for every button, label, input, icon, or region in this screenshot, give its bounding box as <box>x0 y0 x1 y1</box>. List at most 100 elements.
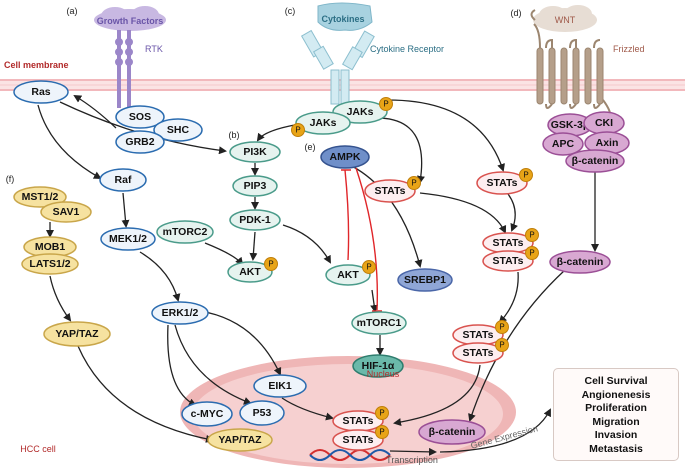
node-shape <box>115 130 165 154</box>
node-shape <box>418 419 486 445</box>
node-label: SHC <box>167 124 190 136</box>
node-yap2: YAP/TAZ <box>207 428 273 452</box>
panel-d-label: (d) <box>511 8 522 18</box>
node-label: STATs <box>463 347 494 359</box>
node-label: HIF-1α <box>362 360 395 372</box>
node-label: YAP/TAZ <box>218 434 262 446</box>
node-ampk: AMPK <box>320 145 370 169</box>
frizzled-receptor <box>530 9 612 119</box>
panel-c-label: (c) <box>285 6 296 16</box>
node-shape <box>352 354 404 378</box>
node-shape <box>229 141 281 163</box>
rtk-receptor <box>115 30 133 108</box>
node-label: STATs <box>493 255 524 267</box>
node-shape <box>295 111 351 135</box>
wnt-label: WNT <box>555 15 576 25</box>
node-erk: ERK1/2 <box>151 301 209 325</box>
node-label: Ras <box>31 86 50 98</box>
node-label: AMPK <box>330 151 361 163</box>
node-raf: Raf <box>99 168 147 192</box>
phospho-badge <box>291 123 305 137</box>
node-bcat-n: β-catenin <box>418 419 486 445</box>
dna-icon <box>309 449 391 461</box>
node-shape <box>565 149 625 173</box>
node-apc: APC <box>542 132 584 156</box>
node-label: GRB2 <box>125 136 154 148</box>
node-shape <box>181 401 233 427</box>
node-mek: MEK1/2 <box>100 227 156 251</box>
node-shape <box>40 201 92 223</box>
node-shape <box>43 321 111 347</box>
node-shape <box>13 80 69 104</box>
phospho-label: P <box>379 428 384 437</box>
panel-e-label: (e) <box>305 142 316 152</box>
phospho-label: P <box>499 341 504 350</box>
node-sav1: SAV1 <box>40 201 92 223</box>
cytokine-receptor <box>300 29 375 105</box>
node-hif1a: HIF-1α <box>352 354 404 378</box>
node-label: STATs <box>493 237 524 249</box>
wnt-cloud <box>533 5 597 32</box>
node-shape <box>229 209 281 231</box>
cell-membrane-label: Cell membrane <box>4 60 69 70</box>
node-mob1: MOB1 <box>23 236 77 258</box>
outcome-item: Metastasis <box>589 442 643 455</box>
node-cmyc: c-MYC <box>181 401 233 427</box>
node-shape <box>13 186 67 208</box>
node-grb2: GRB2 <box>115 130 165 154</box>
node-srebp1: SREBP1 <box>397 268 453 292</box>
node-pdk1: PDK-1 <box>229 209 281 231</box>
phospho-label: P <box>499 323 504 332</box>
panel-a-label: (a) <box>67 6 78 16</box>
node-shape <box>153 118 203 142</box>
node-label: β-catenin <box>572 155 619 167</box>
outcome-item: Cell Survival <box>584 375 648 387</box>
node-label: c-MYC <box>191 408 224 420</box>
node-shape <box>542 132 584 156</box>
node-shape <box>325 264 371 286</box>
node-shape <box>115 105 165 129</box>
node-shape <box>232 175 278 197</box>
outcome-item: Migration <box>592 415 640 428</box>
phospho-badge <box>264 257 278 271</box>
phospho-badge <box>407 176 421 190</box>
node-bcat-complex: β-catenin <box>565 149 625 173</box>
node-lats: LATS1/2 <box>21 253 79 275</box>
node-label: STATs <box>487 177 518 189</box>
hcc-cell-label: HCC cell <box>20 444 56 454</box>
node-sos: SOS <box>115 105 165 129</box>
text-labels: Cell membrane Nucleus HCC cell Growth Fa… <box>4 6 645 465</box>
panel-b-label: (b) <box>229 130 240 140</box>
node-label: MST1/2 <box>22 191 59 203</box>
node-label: β-catenin <box>429 426 476 438</box>
node-label: mTORC1 <box>357 317 402 329</box>
node-label: PIP3 <box>244 180 267 192</box>
node-shape <box>253 374 307 398</box>
outcomes-box: Cell Survival Angionenesis Proliferation… <box>553 368 679 461</box>
node-shape <box>100 227 156 251</box>
node-pi3k: PI3K <box>229 141 281 163</box>
node-label: SOS <box>129 111 151 123</box>
phospho-label: P <box>379 409 384 418</box>
node-cki: CKI <box>583 111 625 135</box>
node-shape <box>332 429 384 451</box>
node-label: LATS1/2 <box>29 258 70 270</box>
node-shape <box>476 171 528 195</box>
phospho-label: P <box>529 231 534 240</box>
node-label: MEK1/2 <box>109 233 147 245</box>
node-shape <box>452 342 504 364</box>
phospho-label: P <box>523 171 528 180</box>
node-label: β-catenin <box>557 256 604 268</box>
node-shape <box>207 428 273 452</box>
outcome-item: Invasion <box>594 429 638 441</box>
node-shc: SHC <box>153 118 203 142</box>
node-shape <box>364 179 416 203</box>
node-mtorc2: mTORC2 <box>156 220 214 244</box>
phospho-badge <box>525 246 539 260</box>
node-label: SREBP1 <box>404 274 446 286</box>
node-label: STATs <box>463 329 494 341</box>
